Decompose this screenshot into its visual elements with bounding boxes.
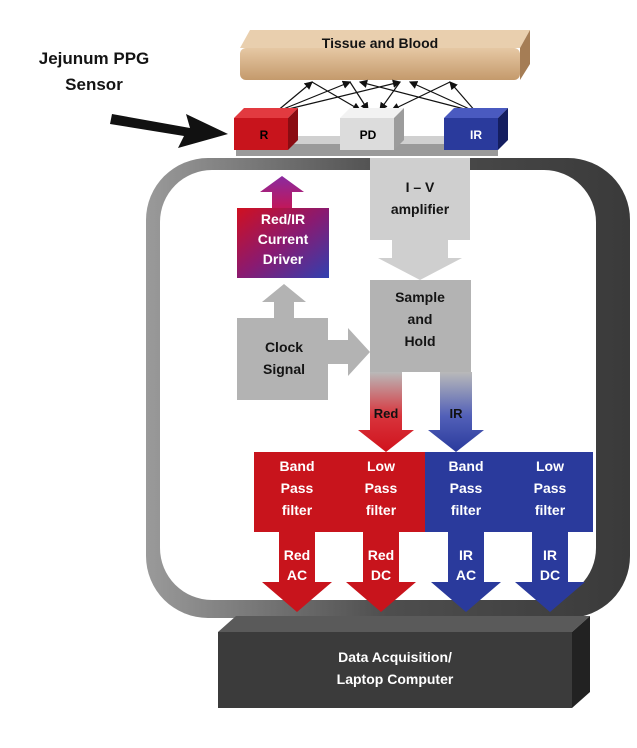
tissue-label: Tissue and Blood	[322, 35, 438, 51]
tissue-slab: Tissue and Blood	[240, 30, 530, 80]
pointer-arrow	[110, 114, 228, 148]
filter-3-line1: Band	[449, 458, 484, 474]
output-red-dc: Red DC	[346, 532, 416, 612]
filter-2-line2: Pass	[365, 480, 398, 496]
current-driver: Red/IR Current Driver	[237, 208, 329, 278]
filter-1-line2: Pass	[281, 480, 314, 496]
clock-line2: Signal	[263, 361, 305, 377]
output-4-line1: IR	[543, 547, 557, 563]
ir-channel-arrow: IR	[428, 372, 484, 452]
filter-1-line3: filter	[282, 502, 313, 518]
output-4-line2: DC	[540, 567, 560, 583]
driver-to-led-arrow	[260, 176, 304, 208]
filter-4-line2: Pass	[534, 480, 567, 496]
red-channel-label: Red	[374, 406, 399, 421]
output-red-ac: Red AC	[262, 532, 332, 612]
filter-1-line1: Band	[280, 458, 315, 474]
sample-and-hold: Sample and Hold	[370, 280, 471, 372]
sample-hold-line2: and	[408, 311, 433, 327]
output-2-line1: Red	[368, 547, 394, 563]
red-filter-bar	[254, 452, 425, 532]
sensor-label-line2: Sensor	[65, 75, 123, 94]
output-1-line1: Red	[284, 547, 310, 563]
clock-to-driver-arrow	[262, 284, 306, 318]
filter-bank: Band Pass filter Low Pass filter Band Pa…	[254, 452, 593, 532]
iv-amplifier-line1: I – V	[406, 179, 435, 195]
clock-signal: Clock Signal	[237, 318, 370, 400]
sample-hold-line3: Hold	[404, 333, 435, 349]
filter-2-line3: filter	[366, 502, 397, 518]
ir-filter-bar	[425, 452, 593, 532]
filter-4-line1: Low	[536, 458, 564, 474]
sensor-label: Jejunum PPG Sensor	[39, 49, 150, 94]
driver-line1: Red/IR	[261, 211, 305, 227]
output-1-line2: AC	[287, 567, 307, 583]
iv-amplifier-line2: amplifier	[391, 201, 450, 217]
daq-label-line2: Laptop Computer	[337, 671, 454, 687]
ir-channel-label: IR	[450, 406, 464, 421]
iv-amplifier: I – V amplifier	[370, 158, 470, 280]
ir-led: IR	[444, 108, 508, 150]
filter-2-line1: Low	[367, 458, 395, 474]
photodiode: PD	[340, 108, 404, 150]
filter-4-line3: filter	[535, 502, 566, 518]
red-channel-arrow: Red	[358, 372, 414, 452]
data-acquisition-box: Data Acquisition/ Laptop Computer	[218, 616, 590, 708]
sample-hold-line1: Sample	[395, 289, 445, 305]
daq-label-line1: Data Acquisition/	[338, 649, 452, 665]
output-arrows: Red AC Red DC IR AC IR DC	[262, 532, 585, 612]
red-led: R	[234, 108, 298, 150]
driver-line2: Current	[258, 231, 309, 247]
photodiode-label: PD	[360, 128, 377, 142]
ir-led-label: IR	[470, 128, 482, 142]
driver-line3: Driver	[263, 251, 304, 267]
output-3-line2: AC	[456, 567, 476, 583]
output-ir-ac: IR AC	[431, 532, 501, 612]
output-ir-dc: IR DC	[515, 532, 585, 612]
output-2-line2: DC	[371, 567, 391, 583]
filter-3-line2: Pass	[450, 480, 483, 496]
light-path-arrows	[275, 79, 477, 113]
filter-3-line3: filter	[451, 502, 482, 518]
red-led-label: R	[260, 128, 269, 142]
output-3-line1: IR	[459, 547, 473, 563]
clock-line1: Clock	[265, 339, 303, 355]
sensor-label-line1: Jejunum PPG	[39, 49, 150, 68]
